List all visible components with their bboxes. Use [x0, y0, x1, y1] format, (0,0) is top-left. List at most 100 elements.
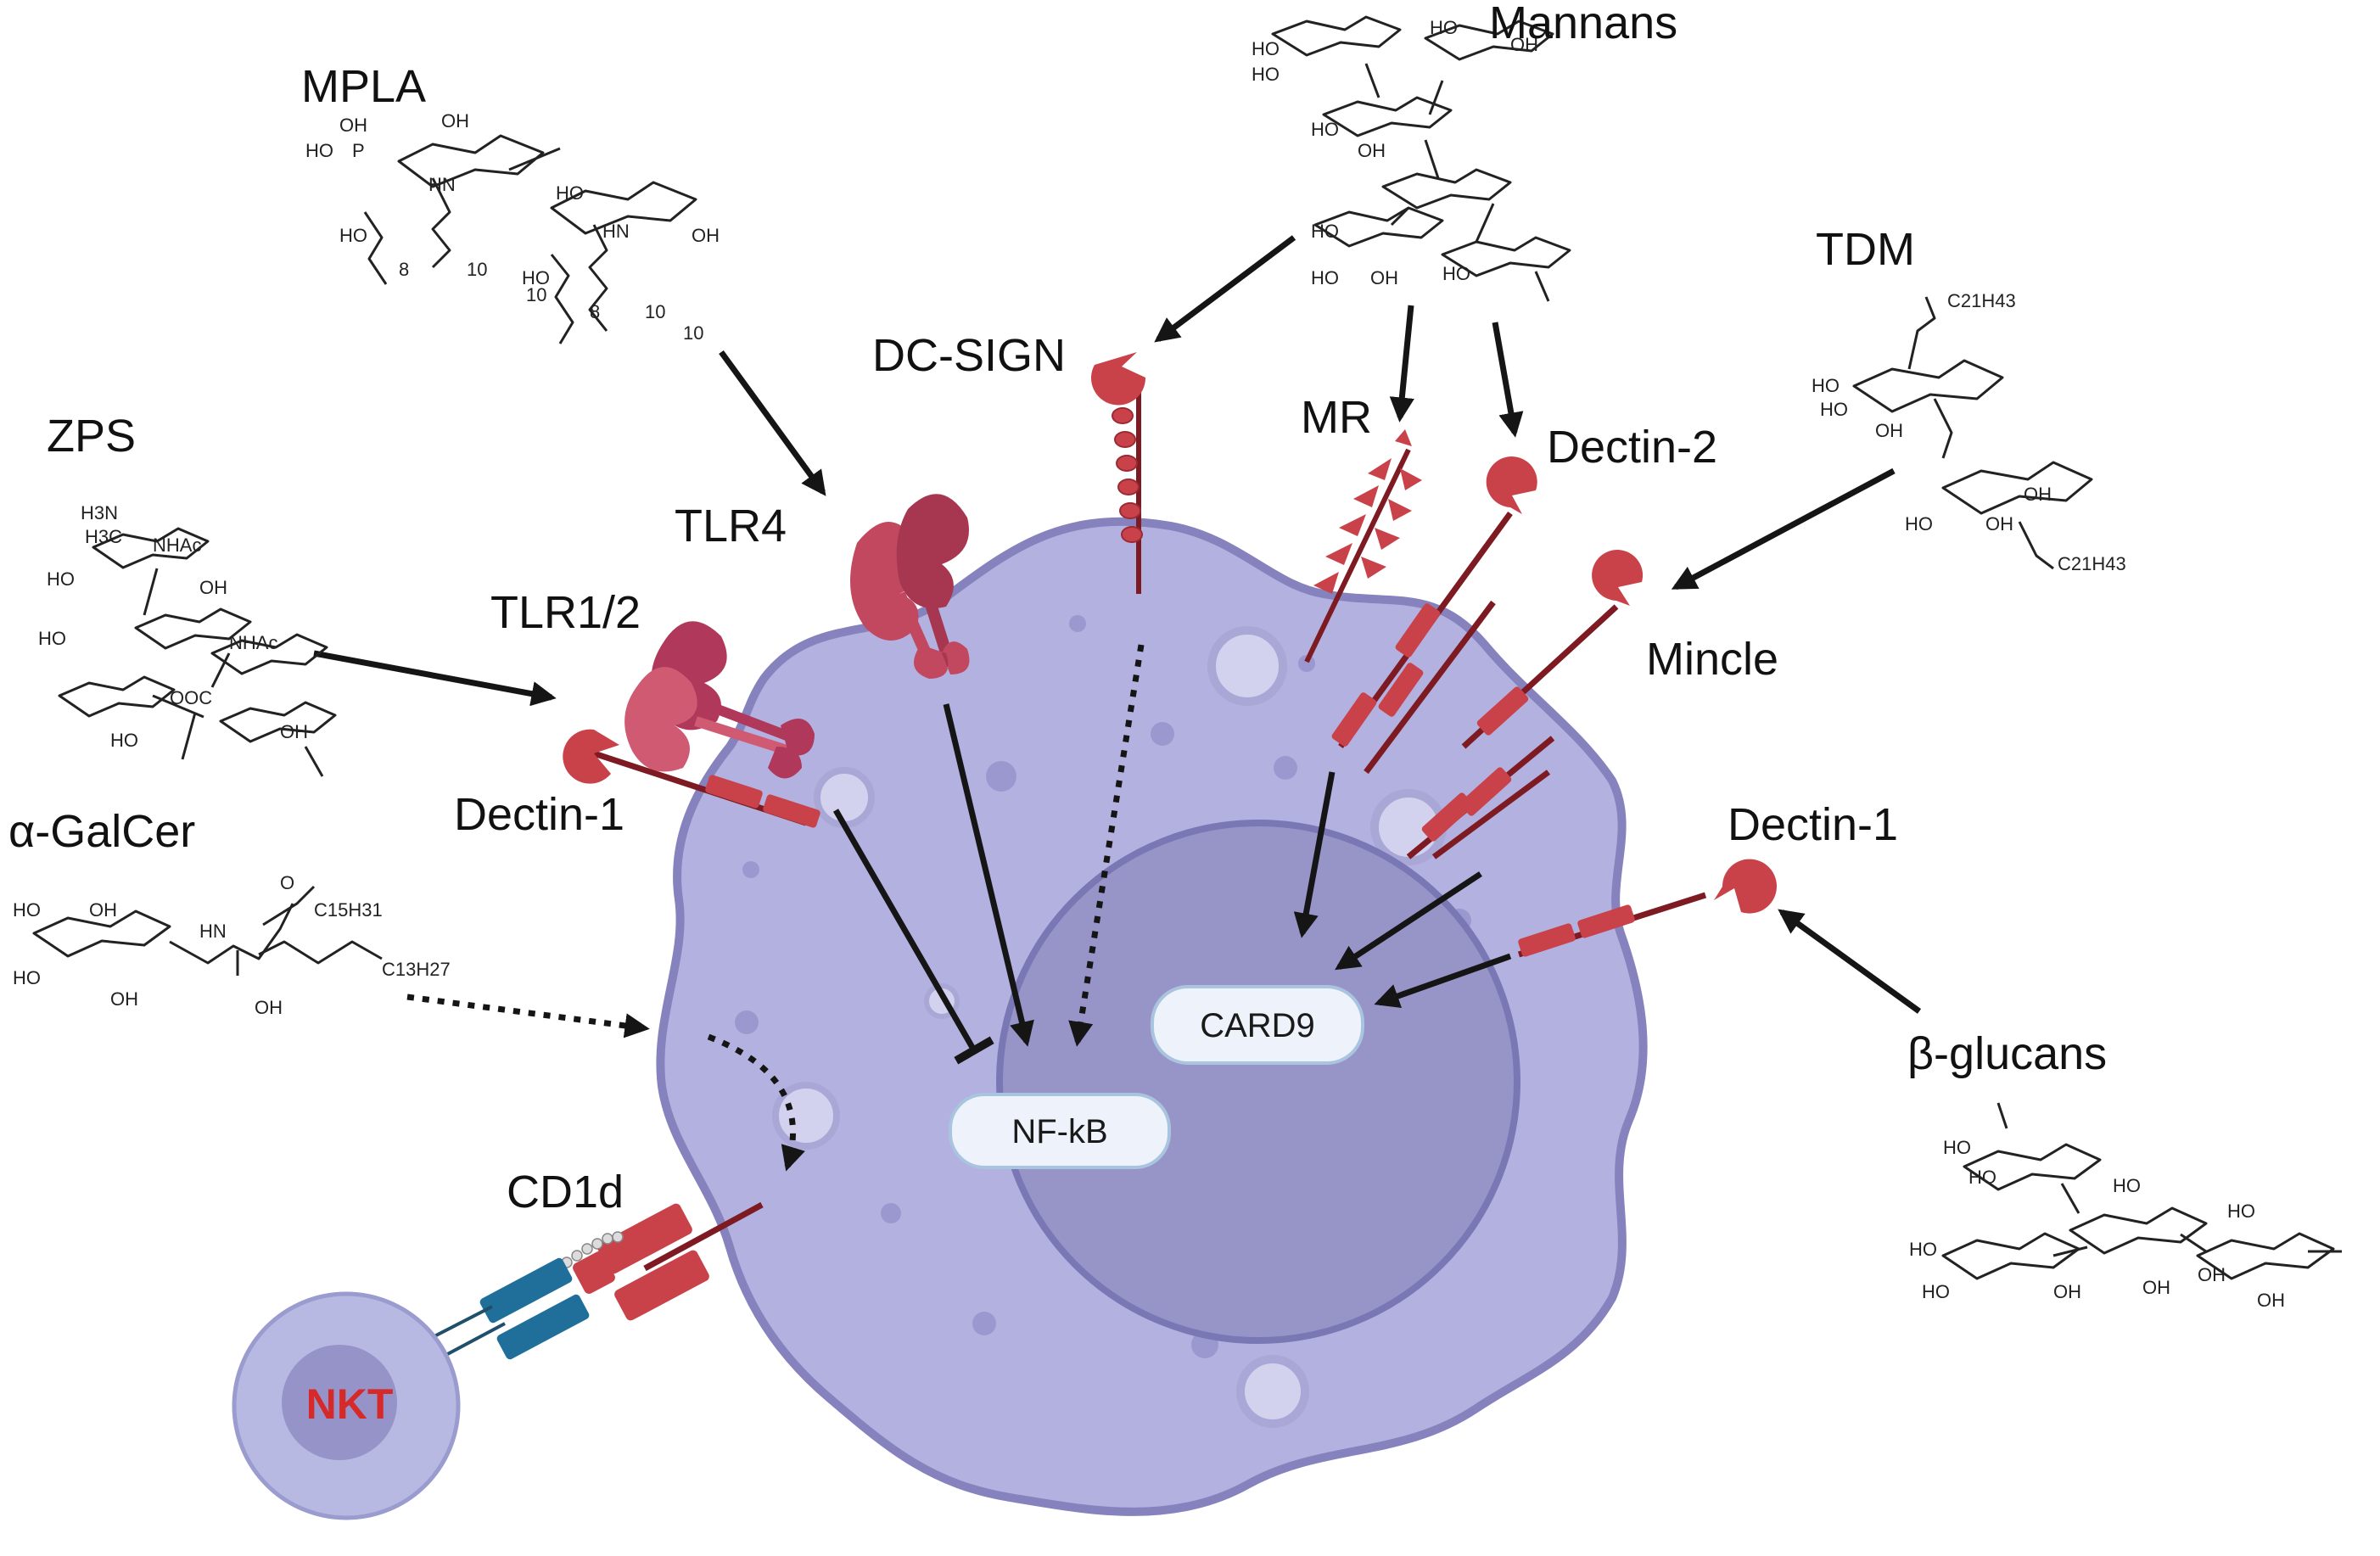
dc-sign-label: DC-SIGN — [872, 330, 1066, 381]
zps-ho-3: HO — [110, 730, 138, 751]
dectin-2-receptor — [1331, 456, 1537, 775]
mannans-ho-6: HO — [1311, 267, 1339, 288]
mpla-label: MPLA — [301, 61, 426, 112]
tlr1-2-label: TLR1/2 — [490, 587, 641, 638]
mannans-oh-3: OH — [1358, 140, 1386, 161]
mannans-ho-7: HO — [1442, 263, 1470, 284]
bglucans-structure: HO HO HO HO OH OH OH HO HO OH — [1909, 1102, 2342, 1311]
agalcer-c13h27: C13H27 — [382, 959, 451, 980]
nfkb-label: NF-kB — [1011, 1113, 1107, 1150]
zps-nhac-1: NHAc — [153, 535, 201, 556]
mpla-sub8-2: 8 — [590, 301, 600, 322]
zps-h3c: H3C — [85, 526, 122, 547]
mpla-ho-3: HO — [339, 225, 367, 246]
tdm-c21h43-1: C21H43 — [1947, 290, 2016, 311]
bglucans-oh-4: OH — [2198, 1264, 2226, 1285]
agalcer-oh-3: OH — [255, 997, 283, 1018]
bglucans-ho-2: HO — [1968, 1167, 1996, 1188]
mannans-ho-5: HO — [1311, 221, 1339, 242]
mpla-oh-3: OH — [441, 110, 469, 132]
mannans-ho-3: HO — [1430, 17, 1458, 38]
agalcer-label: α-GalCer — [8, 806, 195, 857]
mannans-ho-4: HO — [1311, 119, 1339, 140]
tdm-ho-2: HO — [1820, 399, 1848, 420]
tdm-ho-1: HO — [1812, 375, 1840, 396]
bglucans-ho-3: HO — [1909, 1239, 1937, 1260]
card9-label: CARD9 — [1200, 1007, 1315, 1044]
dectin-1-left-receptor — [563, 729, 820, 828]
tlr4-receptor — [850, 494, 970, 679]
mr-label: MR — [1301, 392, 1372, 443]
bglucans-label: β-glucans — [1907, 1028, 2107, 1079]
mpla-sub10-2: 10 — [526, 284, 546, 305]
nfkb-node — [949, 1093, 1171, 1169]
nucleus — [996, 820, 1520, 1344]
agalcer-ho-2: HO — [13, 967, 41, 988]
mpla-hn-2: HN — [602, 221, 630, 242]
agalcer-hn: HN — [199, 921, 227, 942]
bglucans-oh-1: OH — [2053, 1281, 2081, 1302]
mpla-sub8-1: 8 — [399, 259, 409, 280]
cd1d-label: CD1d — [507, 1167, 624, 1217]
mpla-oh-2: OH — [692, 225, 720, 246]
mpla-p: P — [352, 140, 365, 161]
bglucans-ho-1: HO — [1943, 1137, 1971, 1158]
tlr4-label: TLR4 — [675, 501, 787, 551]
mannans-oh-2: OH — [1510, 34, 1538, 55]
mpla-ho-4: HO — [522, 267, 550, 288]
zps-oh-1: OH — [280, 721, 308, 742]
bglucans-ho-6: HO — [2113, 1175, 2141, 1196]
zps-ho-1: HO — [47, 568, 75, 590]
agalcer-oh-1: OH — [89, 899, 117, 921]
mannans-ho-2: HO — [1252, 64, 1280, 85]
tdm-oh-1: OH — [1875, 420, 1903, 441]
mpla-sub10-3: 10 — [645, 301, 665, 322]
agalcer-ho-1: HO — [13, 899, 41, 921]
mpla-sub10-1: 10 — [467, 259, 487, 280]
agalcer-oh-2: OH — [110, 988, 138, 1010]
mpla-oh-1: OH — [339, 115, 367, 136]
tdm-ho-3: HO — [1905, 513, 1933, 535]
zps-ho-2: HO — [38, 628, 66, 649]
mannans-ho-1: HO — [1252, 38, 1280, 59]
nkt-label: NKT — [306, 1380, 394, 1428]
zps-oh-2: OH — [199, 577, 227, 598]
cd1d-complex — [434, 1201, 764, 1360]
mpla-structure: OH HO P HN HN HO OH OH HO HO 8 10 10 8 1… — [305, 110, 720, 344]
tdm-oh-3: OH — [1985, 513, 2013, 535]
zps-ooc: OOC — [170, 687, 212, 708]
mannans-oh-1: OH — [1370, 267, 1398, 288]
mpla-ho: HO — [305, 140, 333, 161]
mannans-label: Mannans — [1489, 0, 1677, 48]
mpla-sub10-4: 10 — [683, 322, 703, 344]
pathway-arrows — [313, 235, 1922, 1172]
card9-node — [1151, 985, 1364, 1065]
dc-sign-receptor — [1091, 352, 1146, 594]
mr-receptor — [1304, 429, 1422, 663]
dectin-1-left-label: Dectin-1 — [454, 789, 624, 840]
bglucans-ho-4: HO — [1922, 1281, 1950, 1302]
dectin-2-label: Dectin-2 — [1547, 422, 1717, 473]
mincle-receptor — [1406, 550, 1644, 859]
zps-nhac-2: NHAc — [229, 632, 277, 653]
tdm-c21h43-2: C21H43 — [2058, 553, 2126, 574]
agalcer-c15h31: C15H31 — [314, 899, 383, 921]
bglucans-oh-2: OH — [2142, 1277, 2170, 1298]
mpla-ho-2: HO — [556, 182, 584, 204]
nkt-cell — [232, 1291, 461, 1520]
mannans-structure: HO HO HO HO HO HO HO OH OH OH — [1252, 15, 1571, 302]
agalcer-o: O — [280, 872, 294, 893]
zps-label: ZPS — [47, 411, 136, 462]
zps-h3n: H3N — [81, 502, 118, 523]
bglucans-ho-5: HO — [2227, 1201, 2255, 1222]
tlr1-2-receptor — [624, 621, 815, 779]
dectin-1-right-label: Dectin-1 — [1728, 799, 1898, 850]
agalcer-structure: HO OH HO OH HN OH O C15H31 C13H27 — [13, 872, 451, 1018]
mincle-label: Mincle — [1646, 634, 1778, 685]
zps-structure: H3N H3C NHAc NHAc OOC HO HO HO OH OH — [38, 502, 337, 777]
mpla-hn: HN — [428, 174, 456, 195]
bglucans-oh-3: OH — [2257, 1290, 2285, 1311]
tdm-label: TDM — [1816, 224, 1915, 275]
tdm-structure: C21H43 C21H43 HO HO OH OH OH HO — [1812, 290, 2126, 574]
